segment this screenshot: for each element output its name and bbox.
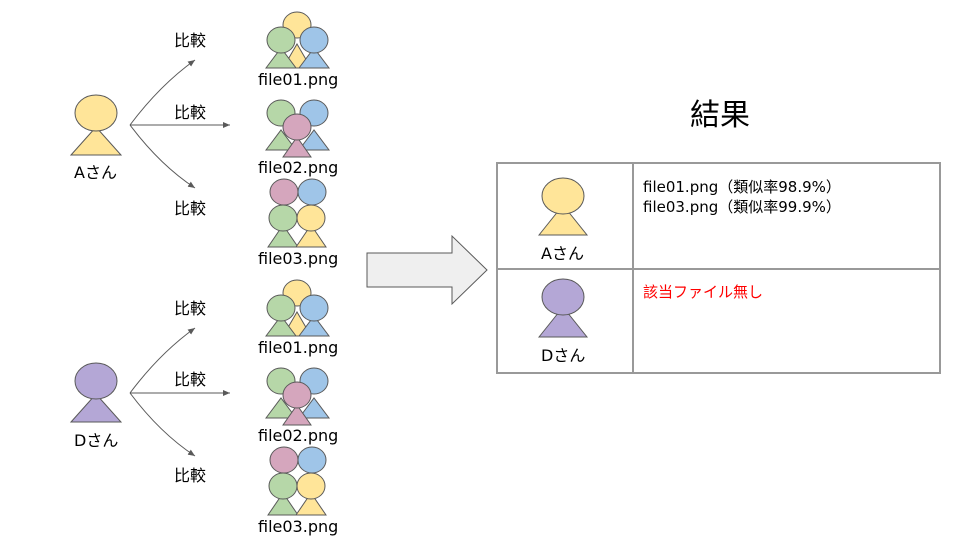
match-line: file01.png（類似率98.9%） (643, 178, 841, 196)
no-match-text: 該当ファイル無し (643, 283, 764, 301)
compare-label: 比較 (174, 466, 207, 485)
table-person-label: Aさん (541, 244, 584, 263)
file03-image-icon-d (267, 446, 327, 516)
person-a-icon (69, 94, 123, 156)
file-name: file02.png (258, 158, 339, 177)
person-d-icon (69, 362, 123, 423)
table-person-a-icon (537, 177, 589, 236)
file-name: file02.png (258, 426, 339, 445)
file01-image-icon-d (265, 279, 330, 337)
compare-label: 比較 (174, 31, 207, 50)
compare-arrows-a (129, 59, 230, 189)
file-name: file03.png (258, 517, 339, 536)
compare-arrows-d (129, 327, 230, 457)
file01-image-icon (265, 11, 330, 69)
file02-image-icon (265, 99, 330, 158)
compare-label: 比較 (174, 299, 207, 318)
match-line: file03.png（類似率99.9%） (643, 198, 841, 216)
compare-label: 比較 (174, 103, 207, 122)
person-d-label: Dさん (74, 431, 119, 450)
person-a-label: Aさん (74, 163, 117, 182)
table-person-label: Dさん (541, 346, 586, 365)
result-table (496, 162, 941, 374)
file-name: file01.png (258, 70, 339, 89)
file02-image-icon-d (265, 367, 330, 426)
compare-label: 比較 (174, 370, 207, 389)
result-title: 結果 (690, 98, 750, 133)
file-name: file01.png (258, 338, 339, 357)
file03-image-icon (267, 178, 327, 248)
result-arrow-icon (366, 234, 488, 306)
compare-label: 比較 (174, 199, 207, 218)
file-name: file03.png (258, 249, 339, 268)
table-person-d-icon (537, 278, 589, 338)
